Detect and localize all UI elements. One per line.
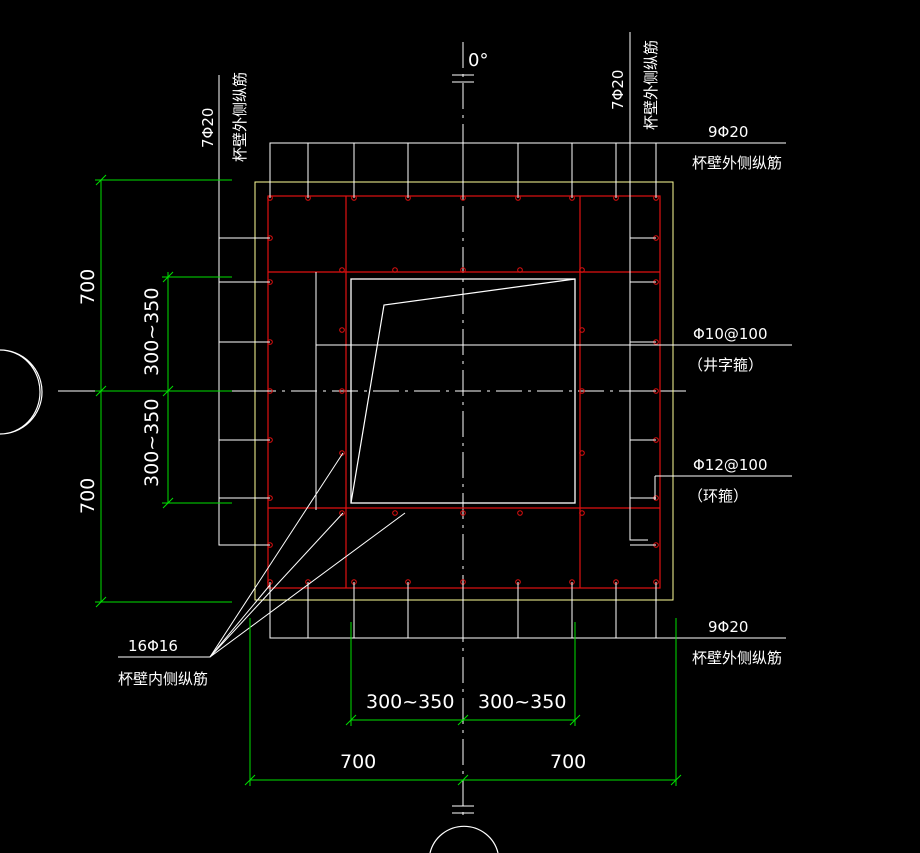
dim-left-bottom: 700 bbox=[77, 478, 99, 514]
inner-bar-dot bbox=[339, 388, 345, 394]
axis-label: 0° bbox=[468, 50, 488, 71]
label-inner-count: 16Φ16 bbox=[128, 637, 178, 655]
inner-bar-dot bbox=[579, 267, 585, 273]
inner-bar-dot bbox=[579, 510, 585, 516]
label-stirrup1-spec: Φ10@100 bbox=[693, 325, 768, 343]
cup-opening bbox=[350, 278, 576, 504]
label-stirrup1-desc: （井字箍） bbox=[688, 356, 763, 374]
inner-bar-dot bbox=[392, 267, 398, 273]
label-top-desc: 杯壁外侧纵筋 bbox=[692, 154, 782, 172]
dim-left-inner-bottom: 300~350 bbox=[141, 399, 163, 487]
label-inner-desc: 杯壁内侧纵筋 bbox=[118, 670, 208, 688]
inner-bar-dot bbox=[339, 327, 345, 333]
dim-bottom-inner-left: 300~350 bbox=[366, 691, 454, 713]
label-top-right-count: 7Φ20 bbox=[609, 70, 627, 110]
inner-bar-dot bbox=[460, 510, 466, 516]
cup-slope-line bbox=[350, 278, 576, 504]
dim-bottom-inner-right: 300~350 bbox=[478, 691, 566, 713]
inner-bar-dot bbox=[579, 450, 585, 456]
inner-bar-dot bbox=[460, 267, 466, 273]
dim-bottom-right: 700 bbox=[550, 751, 586, 773]
inner-bar-dot bbox=[339, 267, 345, 273]
leader-frames bbox=[118, 32, 792, 658]
label-bottom-desc: 杯壁外侧纵筋 bbox=[692, 649, 782, 667]
inner-bar-dot bbox=[517, 510, 523, 516]
inner-bar-dot bbox=[339, 510, 345, 516]
inner-bar-dot bbox=[517, 267, 523, 273]
inner-bar-dot bbox=[579, 327, 585, 333]
label-top-right-desc: 杯壁外侧纵筋 bbox=[642, 40, 660, 130]
label-top-left-desc: 杯壁外侧纵筋 bbox=[231, 72, 249, 162]
inner-bar-dot bbox=[579, 388, 585, 394]
dimension-lines bbox=[95, 174, 682, 786]
label-stirrup2-desc: （环箍） bbox=[688, 487, 748, 505]
dim-left-top: 700 bbox=[77, 269, 99, 305]
label-top-count: 9Φ20 bbox=[708, 123, 748, 141]
label-top-left-count: 7Φ20 bbox=[199, 108, 217, 148]
bottom-axis-bubble bbox=[429, 825, 499, 853]
dim-left-inner-top: 300~350 bbox=[141, 288, 163, 376]
label-bottom-count: 9Φ20 bbox=[708, 618, 748, 636]
rebar-cage bbox=[267, 195, 661, 589]
dim-bottom-left: 700 bbox=[340, 751, 376, 773]
left-axis-bubble bbox=[0, 349, 43, 435]
label-stirrup2-spec: Φ12@100 bbox=[693, 456, 768, 474]
inner-bar-dot bbox=[392, 510, 398, 516]
